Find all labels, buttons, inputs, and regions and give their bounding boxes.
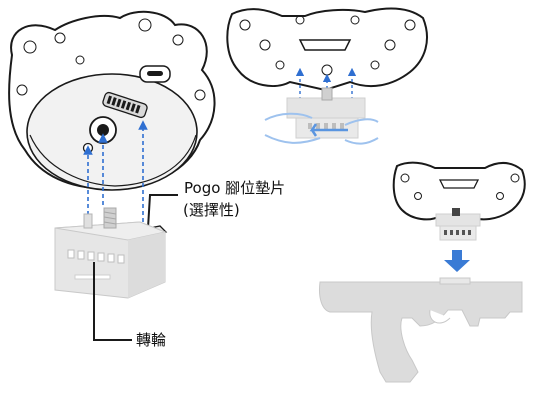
mounting-adapter-top bbox=[286, 87, 366, 139]
wheel-callout bbox=[93, 262, 132, 341]
rotate-arrow-icon bbox=[264, 112, 379, 145]
pogo-pad-label: Pogo 腳位墊片 bbox=[184, 179, 286, 197]
tracker-side-icon bbox=[226, 7, 428, 92]
gun-accessory-icon bbox=[319, 281, 523, 383]
tracker-on-adapter bbox=[392, 161, 526, 241]
pogo-pad-callout bbox=[147, 194, 178, 229]
trigger-guard bbox=[429, 309, 451, 324]
down-arrow-icon bbox=[444, 250, 470, 272]
wheel-label: 轉輪 bbox=[136, 331, 167, 349]
pogo-pad-optional-label: (選擇性) bbox=[183, 201, 240, 219]
gun-rail bbox=[439, 277, 471, 285]
tracker-front-icon bbox=[8, 10, 216, 191]
mounting-adapter-icon bbox=[54, 207, 167, 299]
alignment-arrows-left bbox=[83, 120, 148, 222]
